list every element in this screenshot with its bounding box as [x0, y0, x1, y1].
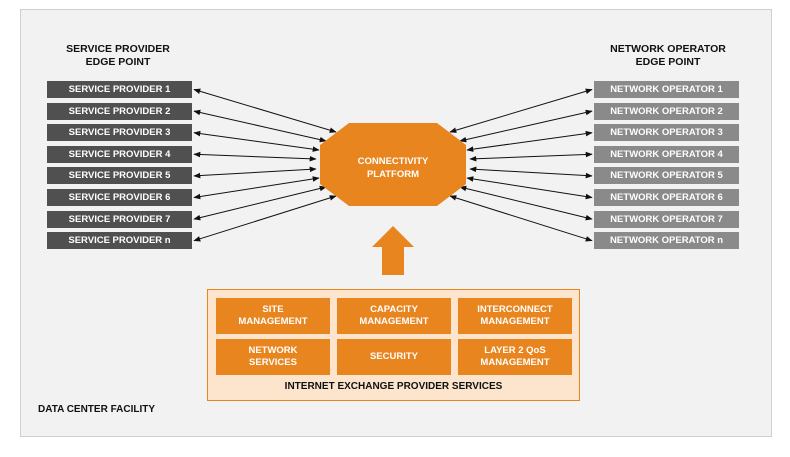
- service-cell-line: MANAGEMENT: [480, 316, 550, 327]
- service-cell: SECURITY: [337, 339, 451, 375]
- network-operator-box: NETWORK OPERATOR 2: [594, 102, 739, 120]
- network-operator-box: NETWORK OPERATOR 6: [594, 189, 739, 206]
- service-cell-line: NETWORK: [248, 345, 298, 356]
- network-operator-box: NETWORK OPERATOR 5: [594, 167, 739, 185]
- operator-connection-arrow: [459, 109, 593, 143]
- provider-connection-arrow: [193, 176, 320, 200]
- network-operator-box: NETWORK OPERATOR 1: [594, 81, 739, 98]
- connectivity-platform-label: CONNECTIVITY PLATFORM: [330, 155, 456, 181]
- service-provider-box: SERVICE PROVIDER 4: [47, 145, 192, 163]
- provider-connection-arrow: [193, 185, 327, 221]
- operator-connection-arrow: [466, 130, 593, 152]
- service-provider-header: SERVICE PROVIDER EDGE POINT: [48, 43, 188, 69]
- network-operator-box: NETWORK OPERATOR 3: [594, 124, 739, 142]
- network-operator-box: NETWORK OPERATOR 7: [594, 210, 739, 228]
- service-provider-box: SERVICE PROVIDER n: [47, 232, 192, 250]
- platform-label-line1: CONNECTIVITY: [357, 156, 429, 167]
- service-cell-line: SECURITY: [369, 351, 419, 362]
- service-provider-box: SERVICE PROVIDER 7: [47, 210, 192, 228]
- operator-connection-arrow: [469, 151, 593, 162]
- service-cell-line: INTERCONNECT: [477, 304, 553, 315]
- service-cell-line: MANAGEMENT: [359, 316, 429, 327]
- provider-connection-arrow: [193, 151, 317, 162]
- service-provider-box: SERVICE PROVIDER 6: [47, 189, 192, 206]
- provider-connection-arrow: [193, 130, 320, 152]
- service-cell-label: SECURITY: [370, 351, 418, 363]
- operator-connection-arrow: [449, 88, 593, 133]
- operator-connection-arrow: [466, 176, 593, 200]
- service-cell-line: SITE: [262, 304, 284, 315]
- data-center-facility-label: DATA CENTER FACILITY: [38, 404, 156, 415]
- service-provider-box: SERVICE PROVIDER 1: [47, 81, 192, 98]
- provider-connection-arrow: [193, 88, 337, 133]
- network-operator-box: NETWORK OPERATOR n: [594, 232, 739, 250]
- service-cell-line: SERVICES: [249, 357, 297, 368]
- network-operator-header-line1: NETWORK OPERATOR: [610, 43, 726, 55]
- service-provider-header-line2: EDGE POINT: [85, 56, 151, 68]
- exchange-services-title: INTERNET EXCHANGE PROVIDER SERVICES: [284, 381, 503, 392]
- operator-connection-arrow: [449, 195, 593, 242]
- up-arrow-icon: [372, 226, 414, 275]
- service-provider-box: SERVICE PROVIDER 2: [47, 102, 192, 120]
- provider-connection-arrow: [193, 166, 317, 179]
- network-operator-box: NETWORK OPERATOR 4: [594, 145, 739, 163]
- network-operator-header-line2: EDGE POINT: [635, 56, 701, 68]
- operator-connection-arrow: [459, 185, 593, 221]
- network-operator-header: NETWORK OPERATOR EDGE POINT: [598, 43, 738, 69]
- service-provider-header-line1: SERVICE PROVIDER: [66, 43, 170, 55]
- connectivity-platform-shape: [320, 123, 466, 206]
- platform-label-line2: PLATFORM: [366, 169, 420, 180]
- service-cell-line: CAPACITY: [370, 304, 418, 315]
- service-cell-line: MANAGEMENT: [238, 316, 308, 327]
- provider-connection-arrow: [193, 109, 327, 143]
- service-cell-line: LAYER 2 QoS: [484, 345, 546, 356]
- provider-connection-arrow: [193, 195, 337, 242]
- operator-connection-arrow: [469, 166, 593, 179]
- service-provider-box: SERVICE PROVIDER 3: [47, 124, 192, 142]
- service-provider-box: SERVICE PROVIDER 5: [47, 167, 192, 185]
- service-cell-line: MANAGEMENT: [480, 357, 550, 368]
